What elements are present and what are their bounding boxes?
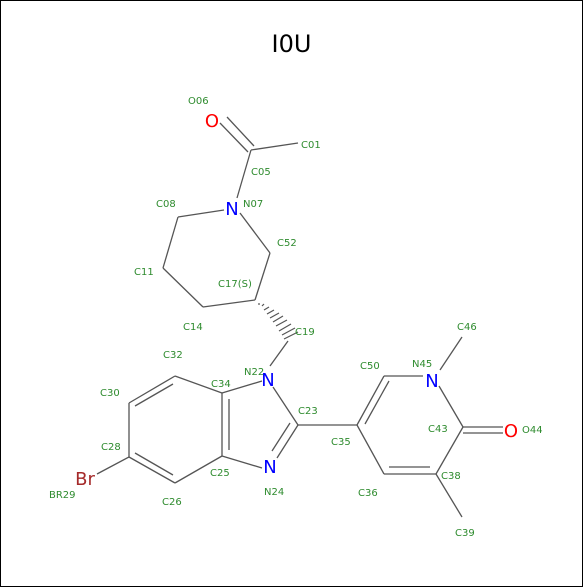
bond-c23-n24 <box>276 424 299 459</box>
element-n45: N <box>425 371 438 392</box>
bond-c23-n24-double <box>271 422 291 452</box>
bond-c38-c39 <box>435 473 463 518</box>
atom-labels: O06 C01 C05 C08 N07 C52 C11 C17(S) C14 C… <box>49 96 543 539</box>
molecule-title: I0U <box>271 30 312 58</box>
atom-label-n45: N45 <box>412 359 432 370</box>
element-br29: Br <box>75 469 95 490</box>
atom-label-c39: C39 <box>455 528 475 539</box>
atom-label-c46: C46 <box>457 322 477 333</box>
atom-label-c26: C26 <box>162 497 182 508</box>
atom-label-o06: O06 <box>188 96 209 107</box>
atom-label-c25: C25 <box>210 468 230 479</box>
bond-c05-n07 <box>236 149 252 199</box>
atom-label-c14: C14 <box>183 322 203 333</box>
bond-c32-c30-inner <box>134 383 174 407</box>
bond-c19-n22 <box>269 340 289 367</box>
atom-label-c23: C23 <box>298 406 318 417</box>
bond-c35-c50-inner <box>364 380 390 425</box>
bond-n07-c52 <box>239 212 271 254</box>
bond-n22-c23 <box>272 386 299 426</box>
bond-c36-c35 <box>356 424 385 475</box>
atom-label-c34: C34 <box>211 379 231 390</box>
bond-n45-c43 <box>438 385 464 428</box>
atom-label-c01: C01 <box>301 140 321 151</box>
atom-label-c28: C28 <box>101 442 121 453</box>
atom-label-n22: N22 <box>244 367 264 378</box>
bond-c28-c26 <box>128 456 176 484</box>
bond-o06-c05 <box>219 122 249 153</box>
atom-label-n24: N24 <box>264 487 284 498</box>
element-o06: O <box>205 111 219 132</box>
bond-c28-br29 <box>96 456 130 475</box>
bond-c14-c17 <box>202 299 256 308</box>
atom-label-c38: C38 <box>441 471 461 482</box>
atom-label-c52: C52 <box>277 238 297 249</box>
atom-label-c05: C05 <box>251 167 271 178</box>
bond-n07-c08 <box>177 209 225 218</box>
bond-c32-c30 <box>128 375 176 404</box>
element-n24: N <box>263 457 276 478</box>
element-n22: N <box>261 370 274 391</box>
bond-c34-c32 <box>174 375 223 394</box>
stereo-hash-bond <box>258 303 299 340</box>
bond-c28-c26-inner <box>134 452 174 476</box>
bond-c17-c52 <box>254 252 271 301</box>
atom-label-c19: C19 <box>295 327 315 338</box>
bond-c26-c25 <box>174 455 223 484</box>
atom-label-n07: N07 <box>243 199 263 210</box>
bond-c35-c50 <box>356 375 385 426</box>
bond-n24-c25 <box>221 455 263 469</box>
atom-label-c11: C11 <box>134 267 154 278</box>
element-n07: N <box>225 199 238 220</box>
atom-label-c08: C08 <box>156 199 176 210</box>
atom-label-br29: BR29 <box>49 490 76 501</box>
atom-label-o44: O44 <box>522 425 543 436</box>
element-o44: O <box>504 421 518 442</box>
bond-n45-c46 <box>439 336 463 371</box>
atom-label-c50: C50 <box>360 361 380 372</box>
atom-label-c30: C30 <box>100 388 120 399</box>
bonds <box>96 116 503 518</box>
bond-n22-c34 <box>221 380 263 394</box>
bond-o06-c05-double <box>226 116 255 147</box>
atom-label-c36: C36 <box>358 488 378 499</box>
atom-label-c43: C43 <box>428 424 448 435</box>
bond-c43-c38 <box>435 426 464 475</box>
atom-label-c17: C17(S) <box>218 279 252 290</box>
atom-label-c35: C35 <box>331 437 351 448</box>
bond-c11-c14 <box>162 267 204 308</box>
bond-c08-c11 <box>162 216 179 269</box>
bond-c05-c01 <box>250 142 299 151</box>
atom-label-c32: C32 <box>163 350 183 361</box>
